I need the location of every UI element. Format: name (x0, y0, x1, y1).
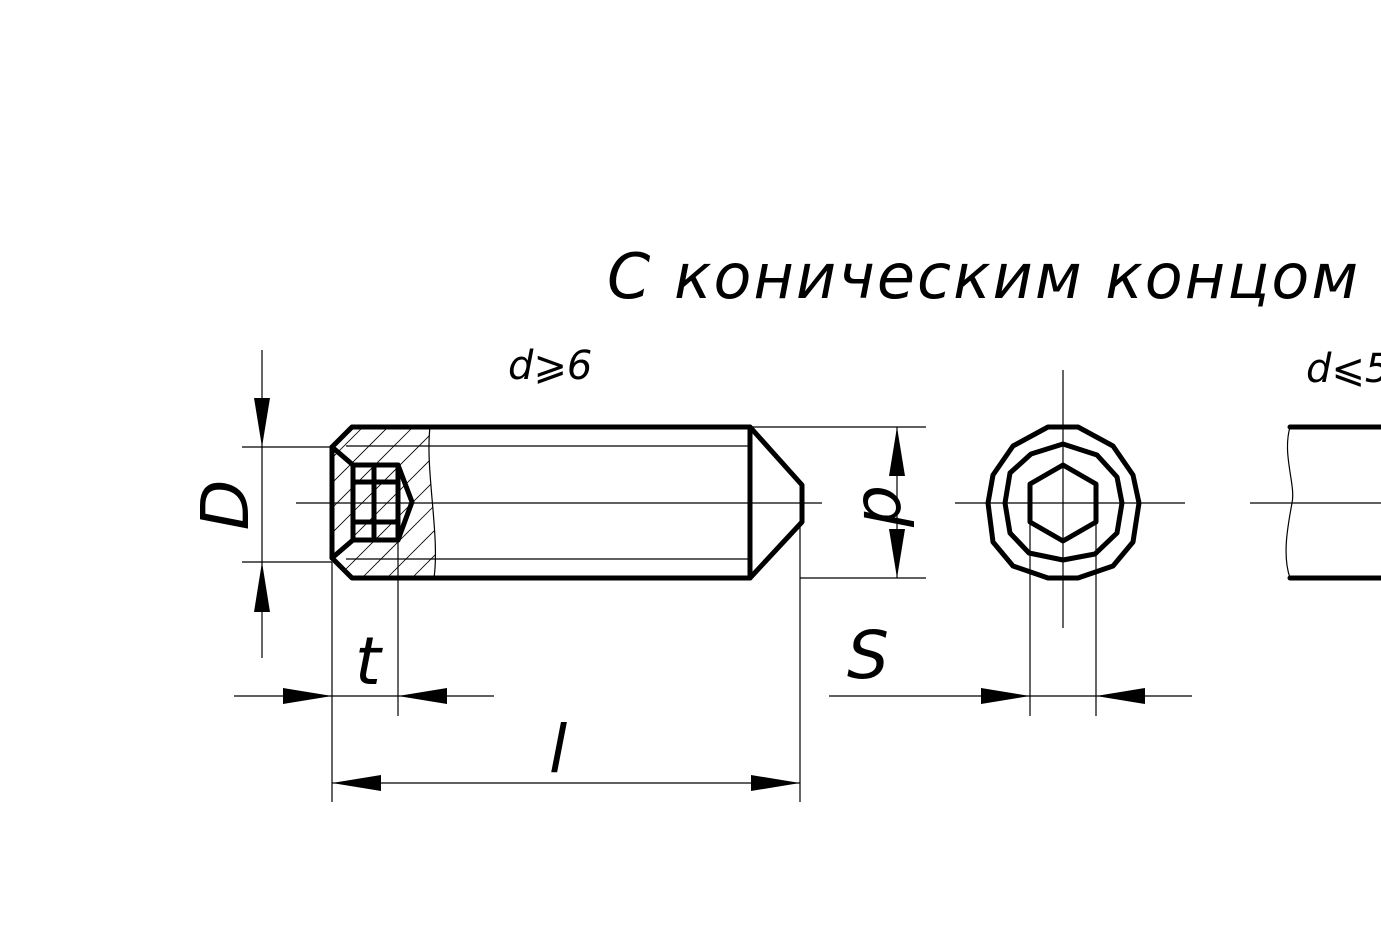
dimension-l: l (331, 522, 801, 802)
dimension-S: S (829, 484, 1192, 716)
condition-label-left: d⩾6 (508, 343, 592, 389)
dimension-t: t (234, 540, 494, 716)
partial-right-view (1250, 424, 1381, 581)
dimension-D: D (187, 350, 332, 658)
end-view-inner-outline (1002, 441, 1125, 563)
screw-side-view (296, 424, 822, 581)
drawing-title: С коническим концом (607, 240, 1360, 313)
dimension-d: d (752, 426, 926, 579)
dimension-label-t: t (355, 623, 383, 700)
screw-outline (329, 424, 805, 581)
end-view-outer-outline (985, 424, 1142, 581)
condition-label-right: d⩽5 (1306, 346, 1381, 392)
dimension-label-d: d (848, 485, 925, 528)
dimension-label-l: l (549, 711, 568, 788)
dimension-label-D: D (187, 480, 264, 531)
screw-end-view (955, 370, 1185, 628)
dimension-label-S: S (847, 617, 889, 694)
